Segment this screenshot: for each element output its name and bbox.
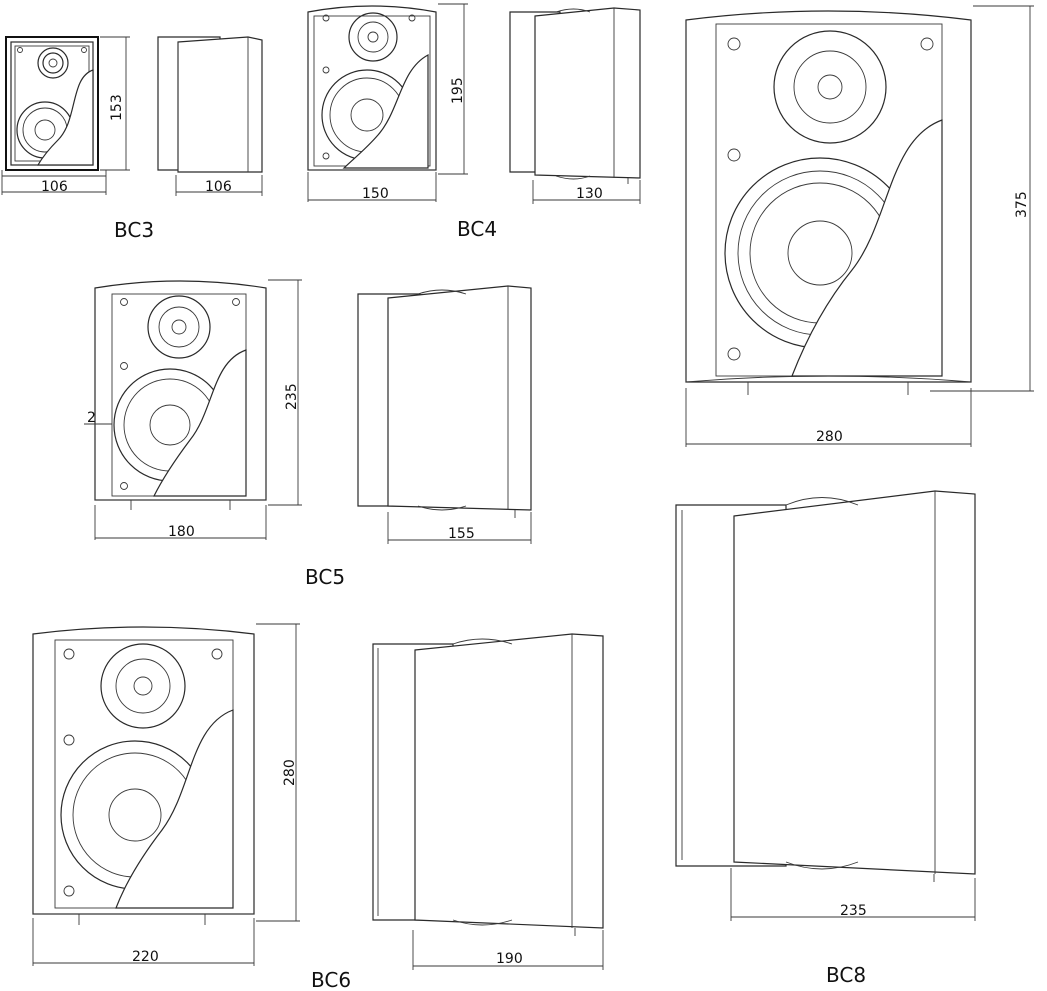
bc3-side-dimension-lines bbox=[175, 175, 263, 196]
bc4-width-label: 150 bbox=[362, 186, 389, 202]
bc5-side-marker-label: 2 bbox=[87, 410, 96, 426]
bc4-front-view bbox=[307, 5, 437, 171]
bc6-height-label: 280 bbox=[282, 759, 298, 786]
bc8-dimension-lines bbox=[685, 5, 1034, 447]
bc3-width-label: 106 bbox=[41, 179, 68, 195]
bc6-side-dimension-lines bbox=[412, 930, 604, 970]
bc6-depth-label: 190 bbox=[496, 951, 523, 967]
bc4-height-label: 195 bbox=[450, 77, 466, 104]
bc8-model-label: BC8 bbox=[826, 963, 866, 987]
bc6-front-view bbox=[32, 626, 255, 925]
bc5-model-label: BC5 bbox=[305, 565, 345, 589]
bc3-dimension-lines bbox=[1, 36, 130, 195]
bc3-model-label: BC3 bbox=[114, 218, 154, 242]
bc5-front-view bbox=[94, 280, 267, 510]
bc4-side-dimension-lines bbox=[532, 180, 641, 204]
bc8-width-label: 280 bbox=[816, 429, 843, 445]
bc5-width-label: 180 bbox=[168, 524, 195, 540]
bc5-depth-label: 155 bbox=[448, 526, 475, 542]
bc5-side-view bbox=[357, 285, 532, 518]
bc3-height-label: 153 bbox=[109, 94, 125, 121]
bc8-depth-label: 235 bbox=[840, 903, 867, 919]
bc5-dimension-lines bbox=[84, 279, 302, 540]
bc4-model-label: BC4 bbox=[457, 217, 497, 241]
bc3-depth-label: 106 bbox=[205, 179, 232, 195]
bc8-side-view bbox=[675, 490, 976, 882]
bc8-front-view bbox=[685, 10, 972, 395]
bc6-width-label: 220 bbox=[132, 949, 159, 965]
bc4-side-view bbox=[509, 7, 641, 184]
bc5-height-label: 235 bbox=[284, 383, 300, 410]
bc6-side-view bbox=[372, 633, 604, 936]
bc6-model-label: BC6 bbox=[311, 968, 351, 991]
bc3-front-view bbox=[5, 36, 99, 171]
bc8-side-dimension-lines bbox=[730, 868, 976, 921]
bc3-side-view bbox=[157, 36, 263, 173]
bc4-depth-label: 130 bbox=[576, 186, 603, 202]
bc8-height-label: 375 bbox=[1014, 191, 1030, 218]
bc6-dimension-lines bbox=[32, 623, 300, 966]
bc5-side-dimension-lines bbox=[387, 512, 532, 544]
bc4-dimension-lines bbox=[307, 3, 468, 202]
